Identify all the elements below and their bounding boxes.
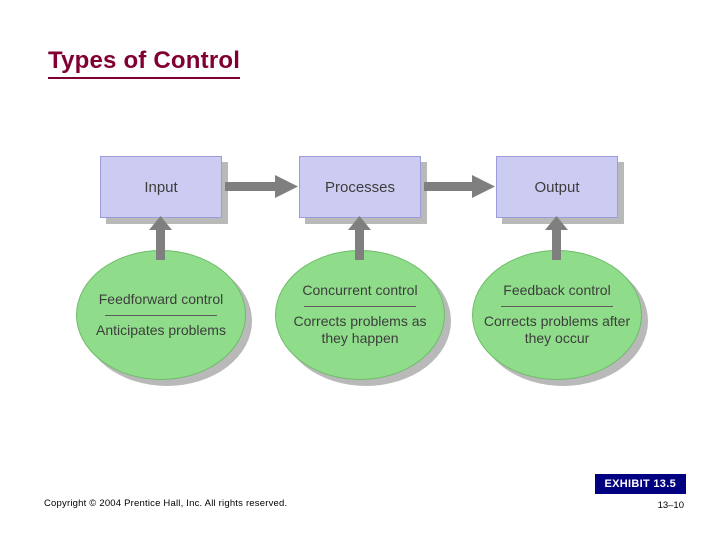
process-box-processes: Processes (299, 156, 427, 224)
ellipse-body: Feedforward control Anticipates problems (76, 250, 246, 380)
box-label-input: Input (100, 156, 222, 218)
ellipse-divider (105, 314, 217, 316)
process-box-input: Input (100, 156, 228, 224)
ellipse-title-feedforward: Feedforward control (98, 291, 224, 307)
arrow-input-to-processes (225, 175, 298, 198)
ellipse-detail-concurrent: Corrects problems as they happen (293, 312, 427, 347)
types-of-control-diagram: Input Processes Output Feedforward contr… (0, 120, 720, 400)
exhibit-badge: EXHIBIT 13.5 (594, 474, 686, 494)
control-ellipse-feedback: Feedback control Corrects problems after… (472, 250, 648, 386)
ellipse-body: Concurrent control Corrects problems as … (275, 250, 445, 380)
ellipse-divider (501, 305, 613, 307)
page-number: 13–10 (657, 500, 684, 511)
process-box-output: Output (496, 156, 624, 224)
ellipse-title-feedback: Feedback control (503, 282, 611, 299)
ellipse-detail-feedback: Corrects problems after they occur (483, 312, 631, 347)
arrow-processes-to-output (424, 175, 495, 198)
ellipse-title-concurrent: Concurrent control (302, 282, 418, 299)
box-label-processes: Processes (299, 156, 421, 218)
ellipse-body: Feedback control Corrects problems after… (472, 250, 642, 380)
page-title: Types of Control (48, 47, 241, 80)
box-label-output: Output (496, 156, 618, 218)
copyright-text: Copyright © 2004 Prentice Hall, Inc. All… (44, 498, 288, 509)
ellipse-detail-feedforward: Anticipates problems (96, 321, 226, 338)
ellipse-divider (304, 305, 416, 307)
control-ellipse-feedforward: Feedforward control Anticipates problems (76, 250, 252, 386)
control-ellipse-concurrent: Concurrent control Corrects problems as … (275, 250, 451, 386)
